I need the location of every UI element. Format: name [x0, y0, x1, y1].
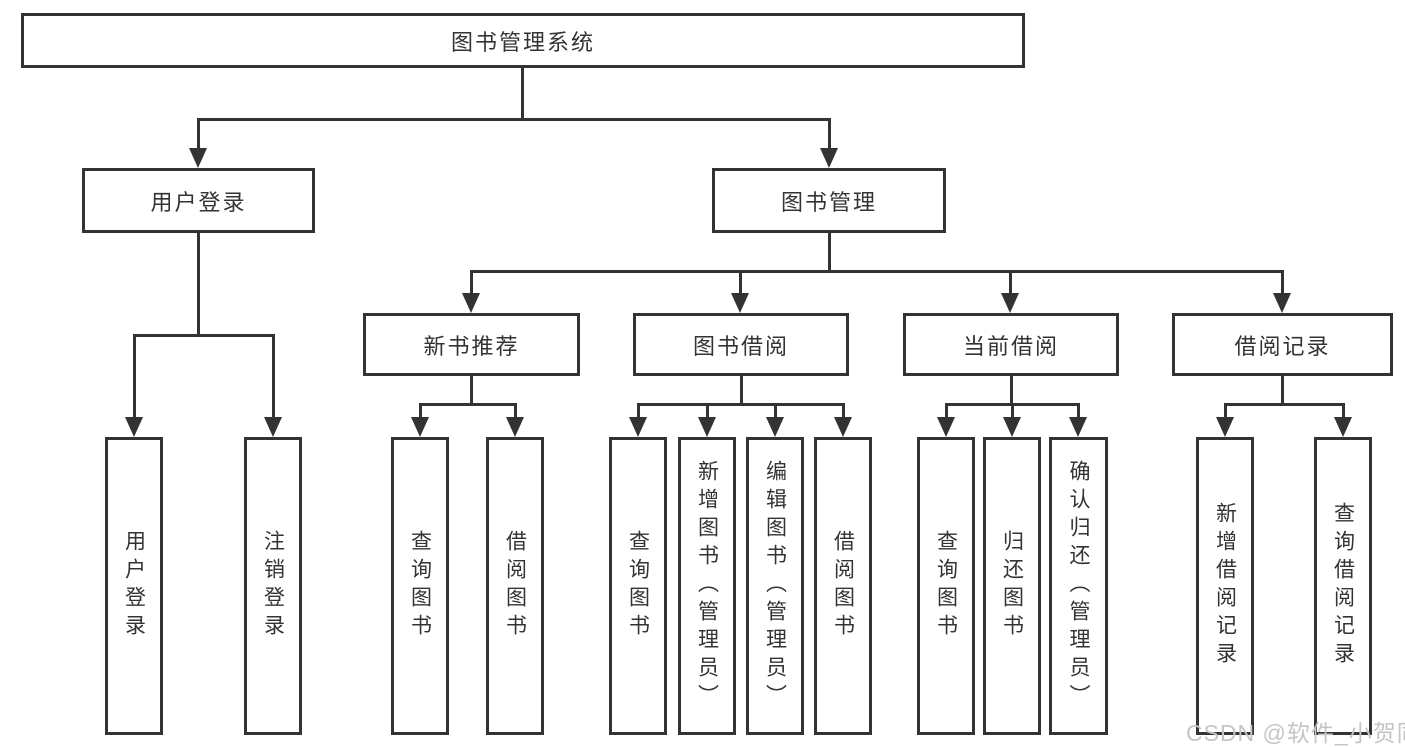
node-root: 图书管理系统: [21, 13, 1025, 68]
connector-trunk: [1010, 376, 1013, 405]
leaf-user-login: 用户登录: [105, 437, 163, 735]
connector-stub: [706, 405, 709, 419]
connector-stub: [1009, 272, 1012, 295]
arrow-down-icon: [834, 417, 852, 437]
connector-stub: [133, 336, 136, 419]
arrow-down-icon: [462, 293, 480, 313]
arrow-down-icon: [731, 293, 749, 313]
connector-stub: [1281, 272, 1284, 295]
connector-level3-bar: [470, 270, 1284, 273]
arrow-down-icon: [1069, 417, 1087, 437]
leaf-return-books: 归还图书: [983, 437, 1041, 735]
connector-stub: [828, 121, 831, 150]
leaf-borrow-books-recommend: 借阅图书: [486, 437, 544, 735]
connector-trunk: [740, 376, 743, 405]
connector-trunk: [1281, 376, 1284, 405]
connector-book-management-trunk: [828, 233, 831, 272]
arrow-down-icon: [766, 417, 784, 437]
connector-stub: [774, 405, 777, 419]
node-current-borrow: 当前借阅: [903, 313, 1119, 376]
node-user-login: 用户登录: [82, 168, 315, 233]
connector-stub: [197, 121, 200, 150]
connector-bar: [1224, 403, 1345, 406]
arrow-down-icon: [264, 417, 282, 437]
arrow-down-icon: [629, 417, 647, 437]
leaf-edit-books-admin: 编辑图书（管理员）: [746, 437, 804, 735]
leaf-logout: 注销登录: [244, 437, 302, 735]
arrow-down-icon: [506, 417, 524, 437]
leaf-confirm-return-admin: 确认归还（管理员）: [1049, 437, 1108, 735]
connector-bar: [945, 403, 1080, 406]
arrow-down-icon: [411, 417, 429, 437]
leaf-add-books-admin: 新增图书（管理员）: [678, 437, 736, 735]
arrow-down-icon: [937, 417, 955, 437]
leaf-borrow-books: 借阅图书: [814, 437, 872, 735]
connector-stub: [1342, 405, 1345, 419]
connector-level2-bar: [197, 118, 831, 121]
connector-user-login-bar: [133, 334, 275, 337]
connector-root-trunk: [521, 68, 524, 120]
connector-bar: [419, 403, 517, 406]
leaf-add-borrow-record: 新增借阅记录: [1196, 437, 1254, 735]
arrow-down-icon: [1273, 293, 1291, 313]
connector-stub: [945, 405, 948, 419]
arrow-down-icon: [1216, 417, 1234, 437]
node-book-management: 图书管理: [712, 168, 946, 233]
arrow-down-icon: [1001, 293, 1019, 313]
connector-user-login-trunk: [197, 233, 200, 336]
leaf-query-borrow-record: 查询借阅记录: [1314, 437, 1372, 735]
arrow-down-icon: [125, 417, 143, 437]
node-borrow-record: 借阅记录: [1172, 313, 1393, 376]
connector-stub: [470, 272, 473, 295]
connector-bar: [637, 403, 845, 406]
connector-stub: [842, 405, 845, 419]
arrow-down-icon: [1334, 417, 1352, 437]
connector-stub: [1011, 405, 1014, 419]
leaf-query-books-recommend: 查询图书: [391, 437, 449, 735]
arrow-down-icon: [1003, 417, 1021, 437]
connector-stub: [272, 336, 275, 419]
connector-stub: [637, 405, 640, 419]
connector-stub: [419, 405, 422, 419]
connector-stub: [739, 272, 742, 295]
node-book-borrow: 图书借阅: [633, 313, 849, 376]
arrow-down-icon: [189, 148, 207, 168]
connector-trunk: [470, 376, 473, 405]
connector-stub: [1077, 405, 1080, 419]
leaf-query-books-current: 查询图书: [917, 437, 975, 735]
connector-stub: [514, 405, 517, 419]
leaf-query-books-borrow: 查询图书: [609, 437, 667, 735]
watermark: CSDN @软件_小贺同学: [1186, 720, 1405, 746]
arrow-down-icon: [820, 148, 838, 168]
connector-stub: [1224, 405, 1227, 419]
node-new-book-recommend: 新书推荐: [363, 313, 580, 376]
arrow-down-icon: [698, 417, 716, 437]
